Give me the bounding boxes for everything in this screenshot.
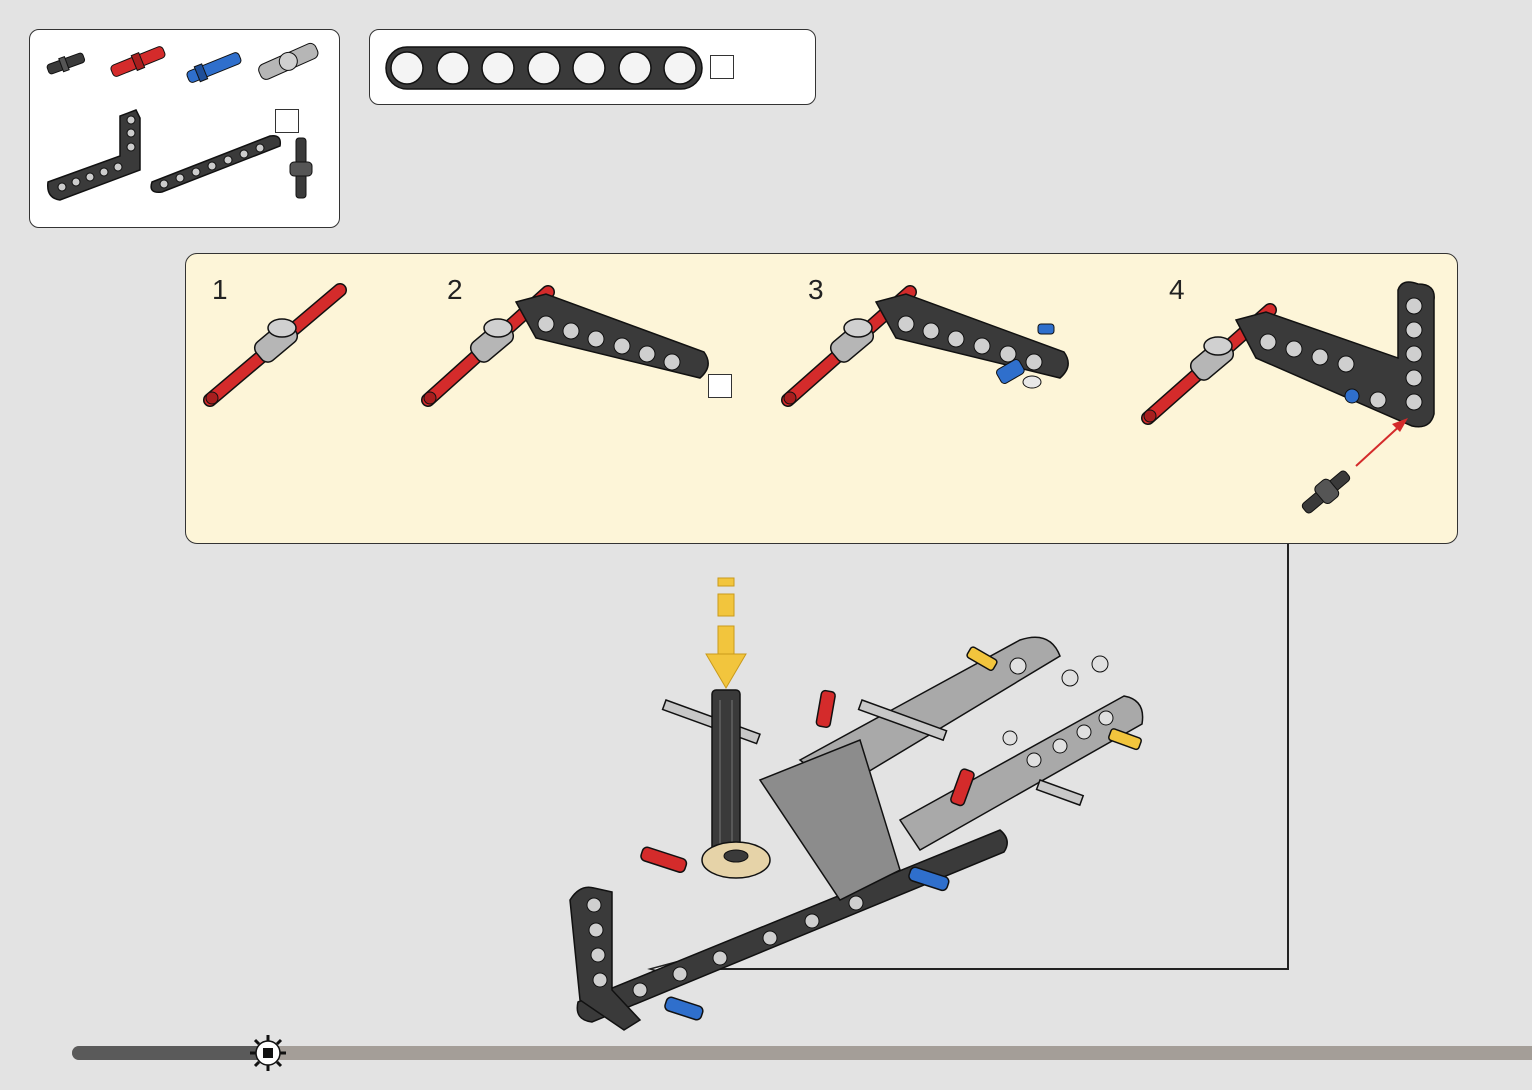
steering-column — [712, 690, 740, 860]
tan-gear — [702, 842, 770, 878]
progress-fill — [72, 1046, 276, 1060]
yellow-insert-arrow — [706, 578, 746, 688]
progress-gear-icon — [248, 1033, 288, 1073]
callout-connector-line — [668, 544, 1288, 969]
progress-track — [72, 1046, 1532, 1060]
